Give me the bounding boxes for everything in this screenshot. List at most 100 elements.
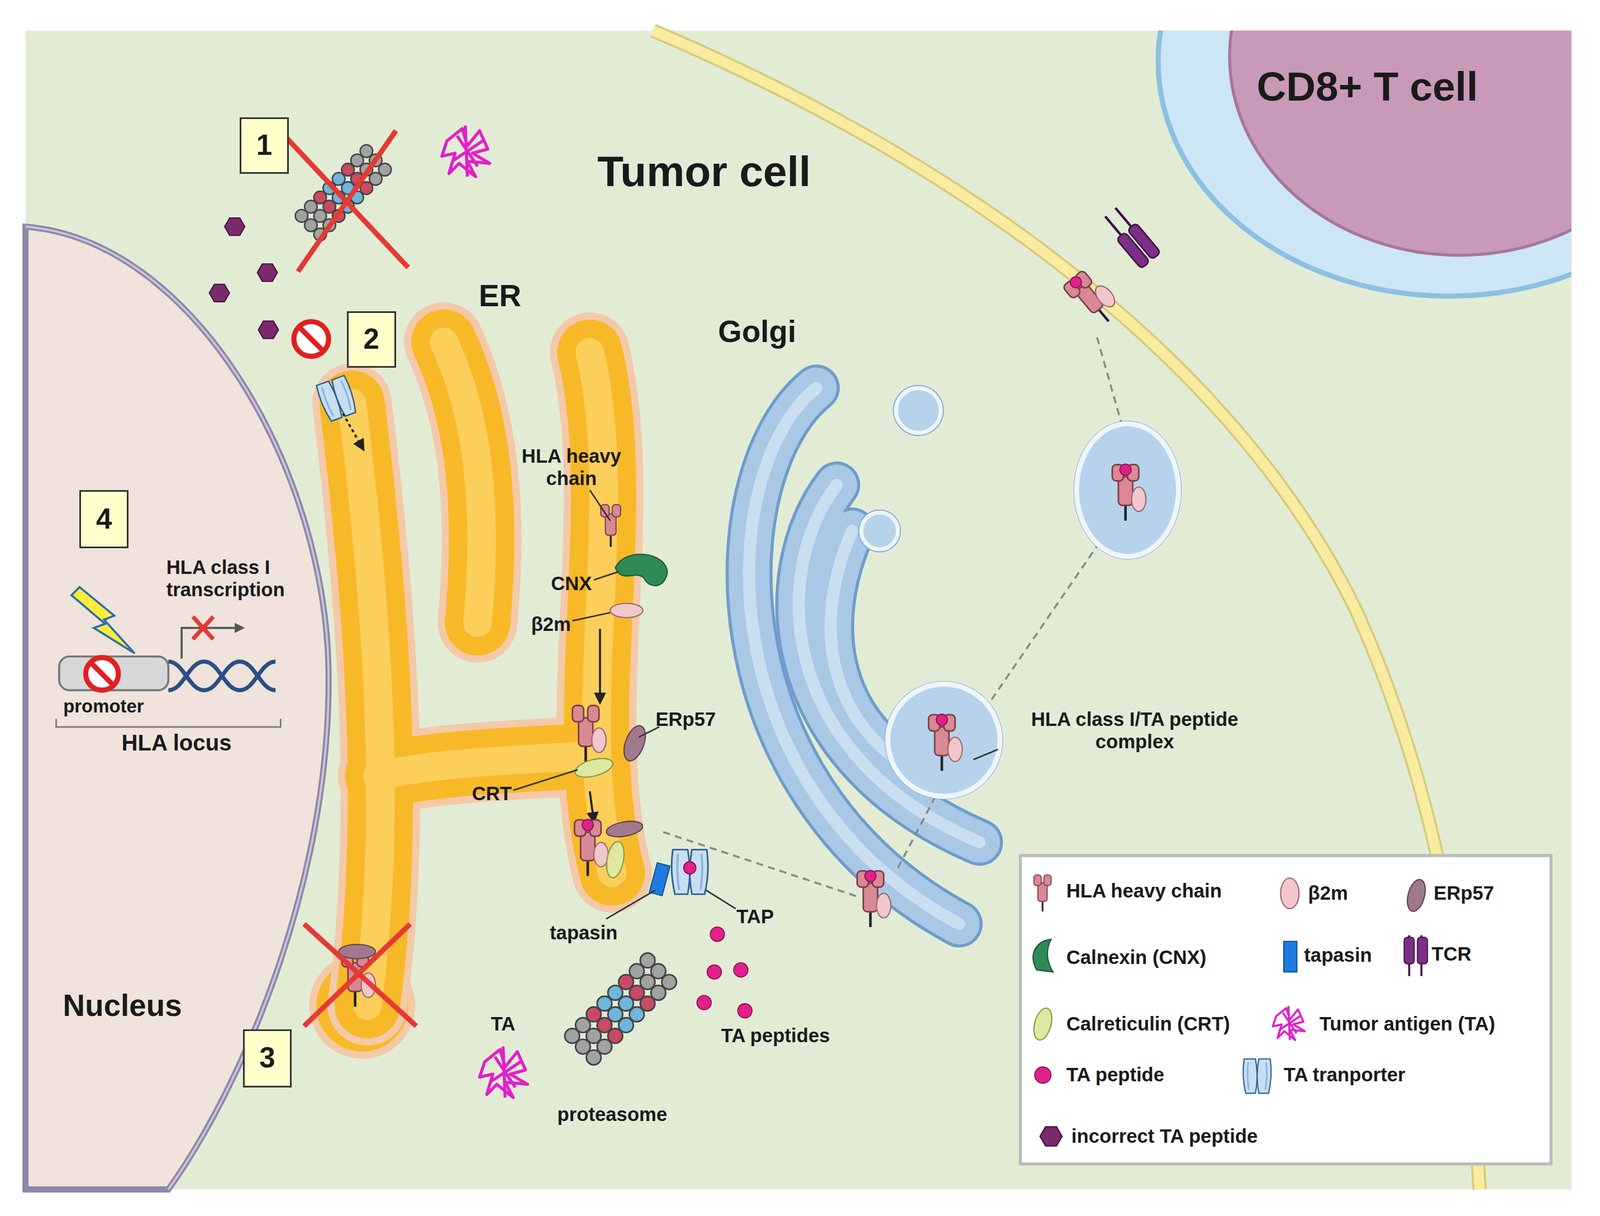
defect-4 <box>71 587 135 654</box>
legend-text: Calreticulin (CRT) <box>1066 1012 1231 1036</box>
legend-text: tapasin <box>1303 944 1372 967</box>
transport-path <box>663 831 857 897</box>
callout-box: 1 <box>239 117 289 174</box>
part-label: CRT <box>472 782 512 806</box>
defect-3 <box>303 923 417 1026</box>
golgi-shape <box>749 387 980 924</box>
defect-1 <box>256 263 278 282</box>
vesicle <box>896 387 941 433</box>
leader-line <box>606 889 656 919</box>
organelle-name: ER <box>478 278 522 314</box>
ta-peptides <box>707 964 722 980</box>
er-loading <box>610 603 643 618</box>
legend-text: ERp57 <box>1433 882 1494 905</box>
callout-box: 3 <box>243 1029 293 1088</box>
proteasome <box>479 960 680 1098</box>
organelle-name: Nucleus <box>63 987 183 1023</box>
defect-1 <box>224 217 245 236</box>
callout-number: 1 <box>256 129 273 163</box>
defect-4 <box>55 718 281 727</box>
defect-4 <box>168 661 276 690</box>
proteasome <box>572 960 680 1069</box>
leader-line <box>513 769 578 791</box>
part-label: HLA class I/TA peptide complex <box>991 708 1278 754</box>
part-label: TAP <box>736 905 774 928</box>
defect-4 <box>85 657 118 690</box>
legend-panel <box>1417 936 1428 964</box>
defect-3 <box>303 923 417 1026</box>
er-loading <box>572 504 709 896</box>
defect-3 <box>303 923 411 1026</box>
callout-number: 2 <box>363 322 380 356</box>
part-label: HLA locus <box>121 730 232 756</box>
golgi-shape <box>749 387 980 924</box>
t-cell <box>1158 30 1572 297</box>
er-loading <box>605 818 644 840</box>
proteasome <box>479 1046 528 1098</box>
nucleus-shape <box>25 226 330 1190</box>
tcr <box>1105 216 1123 237</box>
legend-panel <box>1020 855 1552 1164</box>
hla-complex <box>1112 463 1146 521</box>
nucleus-shape <box>25 226 330 1190</box>
legend-panel <box>1032 939 1054 972</box>
ta-peptides <box>697 926 753 1018</box>
er-loading <box>683 861 697 874</box>
er-shape <box>351 341 613 1006</box>
hla-complex <box>1062 264 1125 330</box>
defect-2 <box>315 374 359 422</box>
defect-4 <box>59 656 169 690</box>
part-label: β2m <box>531 613 571 636</box>
defect-3 <box>338 944 376 959</box>
legend-text: HLA heavy chain <box>1066 879 1222 903</box>
leader-line <box>706 889 736 909</box>
legend-text: TCR <box>1431 943 1472 966</box>
hla-complex <box>856 870 891 927</box>
er-loading <box>671 849 708 894</box>
legend-panel <box>1034 874 1052 912</box>
callout-box: 2 <box>346 311 397 368</box>
defect-2 <box>298 326 324 352</box>
cell-name: CD8+ T cell <box>1256 63 1479 111</box>
part-label: TA peptides <box>721 1024 831 1047</box>
vesicle <box>892 384 944 436</box>
callout-box: 4 <box>79 489 129 549</box>
er-loading <box>574 818 608 876</box>
leader-line <box>513 489 999 919</box>
leader-line <box>593 571 619 580</box>
transport-path <box>984 545 1098 709</box>
vesicle <box>858 509 902 553</box>
vesicle <box>884 681 1004 800</box>
legend-panel <box>1040 1126 1063 1146</box>
defect-4 <box>192 616 214 640</box>
legend-text: TA tranporter <box>1283 1063 1406 1087</box>
defect-2 <box>343 413 364 450</box>
part-label: promoter <box>63 695 144 717</box>
t-cell-region: CD8+ T cell <box>1153 30 1572 337</box>
legend-text: Calnexin (CNX) <box>1066 946 1207 969</box>
legend-panel <box>1020 855 1552 1164</box>
leader-line <box>572 612 611 621</box>
defect-1 <box>258 320 279 338</box>
defect-4 <box>181 627 244 659</box>
defect-4 <box>192 616 214 640</box>
organelle-name: Golgi <box>717 313 797 350</box>
callout-number: 3 <box>259 1041 275 1075</box>
ta-peptides <box>710 926 725 942</box>
ta-peptides <box>697 994 712 1010</box>
part-label: proteasome <box>557 1103 668 1126</box>
er-loading <box>572 705 607 761</box>
er-shape <box>351 341 613 1006</box>
er-loading <box>615 554 668 586</box>
legend-panel <box>1030 1005 1055 1042</box>
er-loading <box>598 628 602 703</box>
vesicle <box>887 683 1000 797</box>
tcr <box>1127 222 1161 260</box>
defect-4 <box>55 587 281 727</box>
legend-text: Tumor antigen (TA) <box>1319 1012 1496 1036</box>
legend-panel <box>1403 936 1414 964</box>
defect-4 <box>168 661 276 690</box>
er-loading <box>573 754 616 781</box>
golgi-shape <box>749 387 980 924</box>
er-loading <box>619 722 650 764</box>
